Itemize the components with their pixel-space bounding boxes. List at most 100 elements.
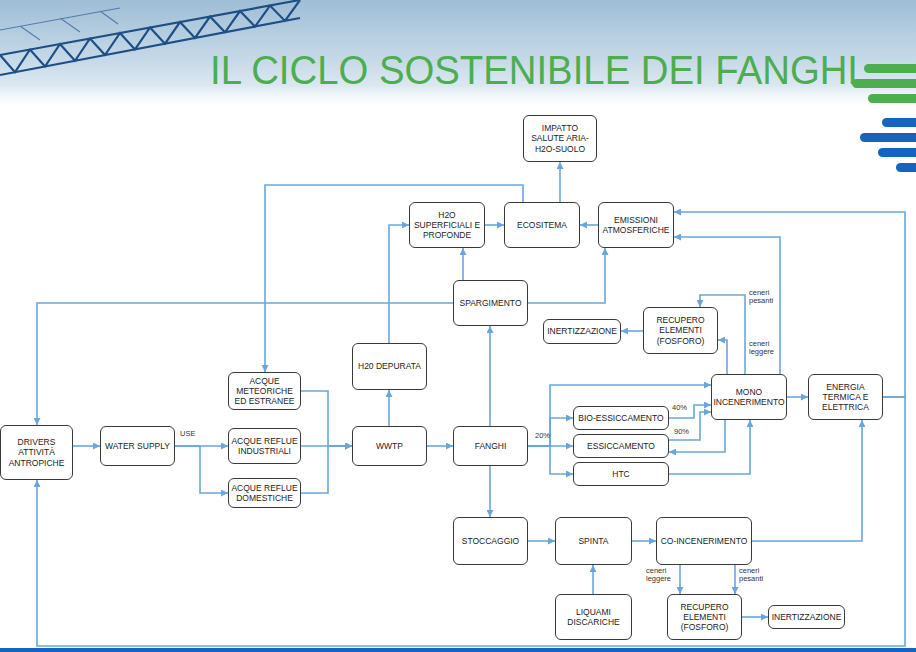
flow-arrow — [632, 540, 656, 542]
process-box: ACQUE METEORICHE ED ESTRANEE — [228, 372, 301, 410]
process-box: SPARGIMENTO — [453, 280, 528, 326]
process-box: WWTP — [352, 426, 427, 466]
node-label: H20 DEPURATA — [358, 361, 421, 371]
flow-arrow — [37, 303, 453, 425]
flow-arrow — [37, 397, 905, 646]
logo-stripe — [878, 148, 916, 157]
flow-arrow — [734, 565, 736, 594]
flow-arrow — [742, 616, 768, 618]
flow-arrow — [669, 420, 750, 474]
node-label: INERTIZZAZIONE — [547, 326, 617, 336]
flow-arrow — [489, 466, 491, 517]
process-box: FANGHI — [453, 426, 528, 466]
flow-arrow — [559, 162, 561, 202]
process-box: HTC — [573, 462, 669, 486]
flow-arrow — [679, 565, 681, 594]
flow-label: 90% — [674, 428, 694, 436]
logo — [852, 64, 916, 172]
process-box: RECUPERO ELEMENTI (FOSFORO) — [643, 307, 718, 354]
flow-label: USE — [180, 430, 204, 438]
node-label: ENERGIA TERMICA E ELETTRICA — [811, 382, 880, 413]
flow-arrow — [489, 326, 491, 426]
flow-arrow — [388, 390, 390, 426]
node-label: ACQUE METEORICHE ED ESTRANEE — [231, 376, 298, 407]
flow-arrow — [674, 212, 905, 397]
flow-arrow — [301, 391, 352, 446]
node-label: BIO-ESSICCAMENTO — [578, 413, 663, 423]
flow-arrow — [592, 565, 594, 594]
node-label: ECOSITEMA — [517, 220, 567, 230]
process-box: RECUPERO ELEMENTI (FOSFORO) — [667, 594, 742, 640]
process-box: STOCCAGGIO — [453, 517, 528, 565]
flow-arrow — [485, 224, 504, 226]
logo-stripe — [896, 163, 916, 172]
flow-label: ceneri leggere — [646, 567, 678, 584]
flow-arrow — [787, 396, 808, 398]
flow-arrow — [621, 330, 643, 332]
flow-arrow — [462, 248, 464, 280]
flow-arrow — [669, 412, 711, 440]
flow-arrow — [73, 445, 100, 447]
node-label: RECUPERO ELEMENTI (FOSFORO) — [646, 315, 715, 346]
process-box: ENERGIA TERMICA E ELETTRICA — [808, 374, 883, 420]
flow-label: ceneri pesanti — [749, 289, 781, 306]
flow-arrow — [528, 540, 555, 542]
flow-label: 20% — [535, 432, 553, 440]
process-box: H2O SUPERFICIALI E PROFONDE — [409, 202, 485, 248]
process-box: CO-INCENERIMENTO — [656, 517, 752, 565]
slide-title: IL CICLO SOSTENIBILE DEI FANGHI — [210, 50, 858, 90]
flow-arrow — [389, 225, 409, 343]
node-label: EMISSIONI ATMOSFERICHE — [601, 215, 671, 235]
process-box: IMPATTO SALUTE ARIA-H2O-SUOLO — [523, 115, 597, 162]
header-banner — [0, 0, 916, 106]
flow-arrow — [752, 420, 862, 541]
process-box: INERTIZZAZIONE — [768, 605, 845, 629]
flow-arrow — [669, 420, 725, 452]
node-label: ACQUE REFLUE DOMESTICHE — [231, 483, 298, 503]
flow-arrow — [528, 446, 573, 474]
flow-arrow — [580, 224, 598, 226]
flow-arrow — [528, 248, 605, 303]
process-box: ECOSITEMA — [504, 202, 580, 248]
node-label: LIQUAMI DISCARICHE — [558, 607, 629, 627]
process-box: DRIVERS ATTIVITÀ ANTROPICHE — [0, 425, 73, 480]
footer-bar — [0, 648, 916, 652]
node-label: ESSICCAMENTO — [587, 441, 655, 451]
node-label: WATER SUPPLY — [105, 441, 170, 451]
logo-stripe — [882, 118, 916, 127]
logo-stripe — [868, 94, 916, 103]
node-label: RECUPERO ELEMENTI (FOSFORO) — [670, 602, 739, 633]
process-box: H20 DEPURATA — [352, 343, 427, 390]
node-label: HTC — [612, 469, 629, 479]
node-label: IMPATTO SALUTE ARIA-H2O-SUOLO — [526, 123, 594, 154]
node-label: STOCCAGGIO — [462, 536, 519, 546]
node-label: WWTP — [376, 441, 403, 451]
node-label: INERTIZZAZIONE — [772, 612, 842, 622]
node-label: ACQUE REFLUE INDUSTRIALI — [231, 436, 298, 456]
process-box: LIQUAMI DISCARICHE — [555, 594, 632, 640]
process-box: EMISSIONI ATMOSFERICHE — [598, 202, 674, 248]
process-box: BIO-ESSICCAMENTO — [573, 406, 669, 430]
flow-arrow — [175, 446, 228, 493]
node-label: H2O SUPERFICIALI E PROFONDE — [412, 210, 482, 241]
process-box: ACQUE REFLUE INDUSTRIALI — [228, 428, 301, 464]
node-label: MONO INCENERIMENTO — [713, 387, 784, 407]
flow-label: ceneri leggere — [749, 340, 781, 357]
process-box: ESSICCAMENTO — [573, 434, 669, 458]
node-label: SPINTA — [578, 536, 608, 546]
flow-label: 40% — [672, 404, 692, 412]
logo-stripe — [852, 79, 916, 88]
process-box: ACQUE REFLUE DOMESTICHE — [228, 478, 301, 508]
node-label: CO-INCENERIMENTO — [661, 536, 748, 546]
flow-label: ceneri pesanti — [739, 567, 771, 584]
node-label: SPARGIMENTO — [459, 298, 521, 308]
node-label: DRIVERS ATTIVITÀ ANTROPICHE — [3, 437, 70, 468]
crane-lattice — [0, 8, 120, 40]
process-box: MONO INCENERIMENTO — [711, 374, 787, 420]
process-box: SPINTA — [555, 517, 632, 565]
process-box: WATER SUPPLY — [100, 426, 175, 466]
flow-arrow — [301, 446, 352, 493]
